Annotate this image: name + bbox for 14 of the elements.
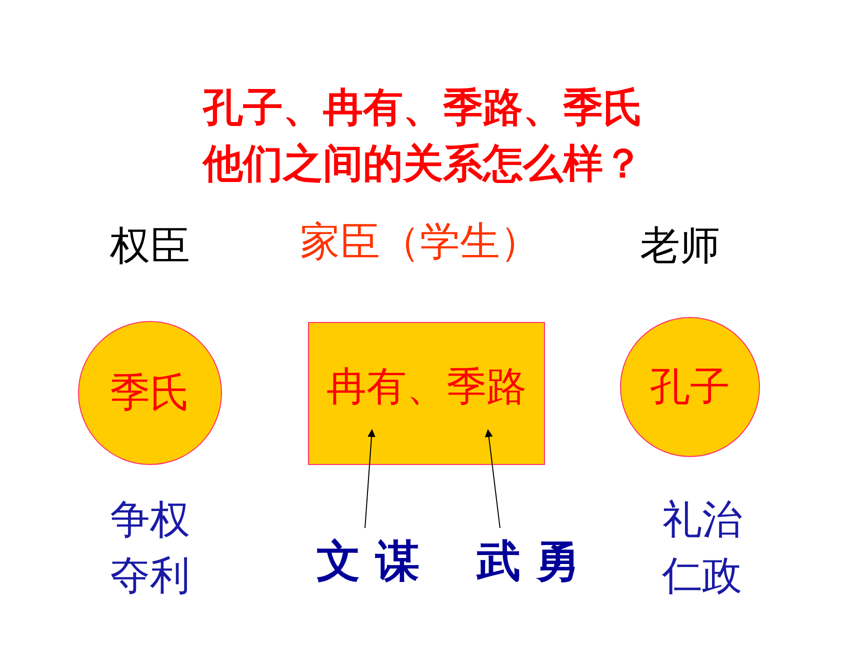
arrow <box>364 429 376 528</box>
rect-node <box>308 322 545 465</box>
skill-label: 武 勇 <box>476 540 580 584</box>
role-heading: 权臣 <box>109 222 191 271</box>
node-label: 季氏 <box>110 373 190 413</box>
trait-text: 礼治仁政 <box>661 496 743 601</box>
role-heading: 家臣（学生） <box>299 218 541 267</box>
skill-label: 文 谋 <box>316 540 420 584</box>
title: 孔子、冉有、季路、季氏他们之间的关系怎么样？ <box>201 84 644 189</box>
node-label: 孔子 <box>650 367 730 407</box>
arrow <box>484 429 500 528</box>
node-label: 冉有、季路 <box>326 367 526 407</box>
role-heading: 老师 <box>639 222 721 271</box>
trait-text: 争权夺利 <box>109 496 191 601</box>
